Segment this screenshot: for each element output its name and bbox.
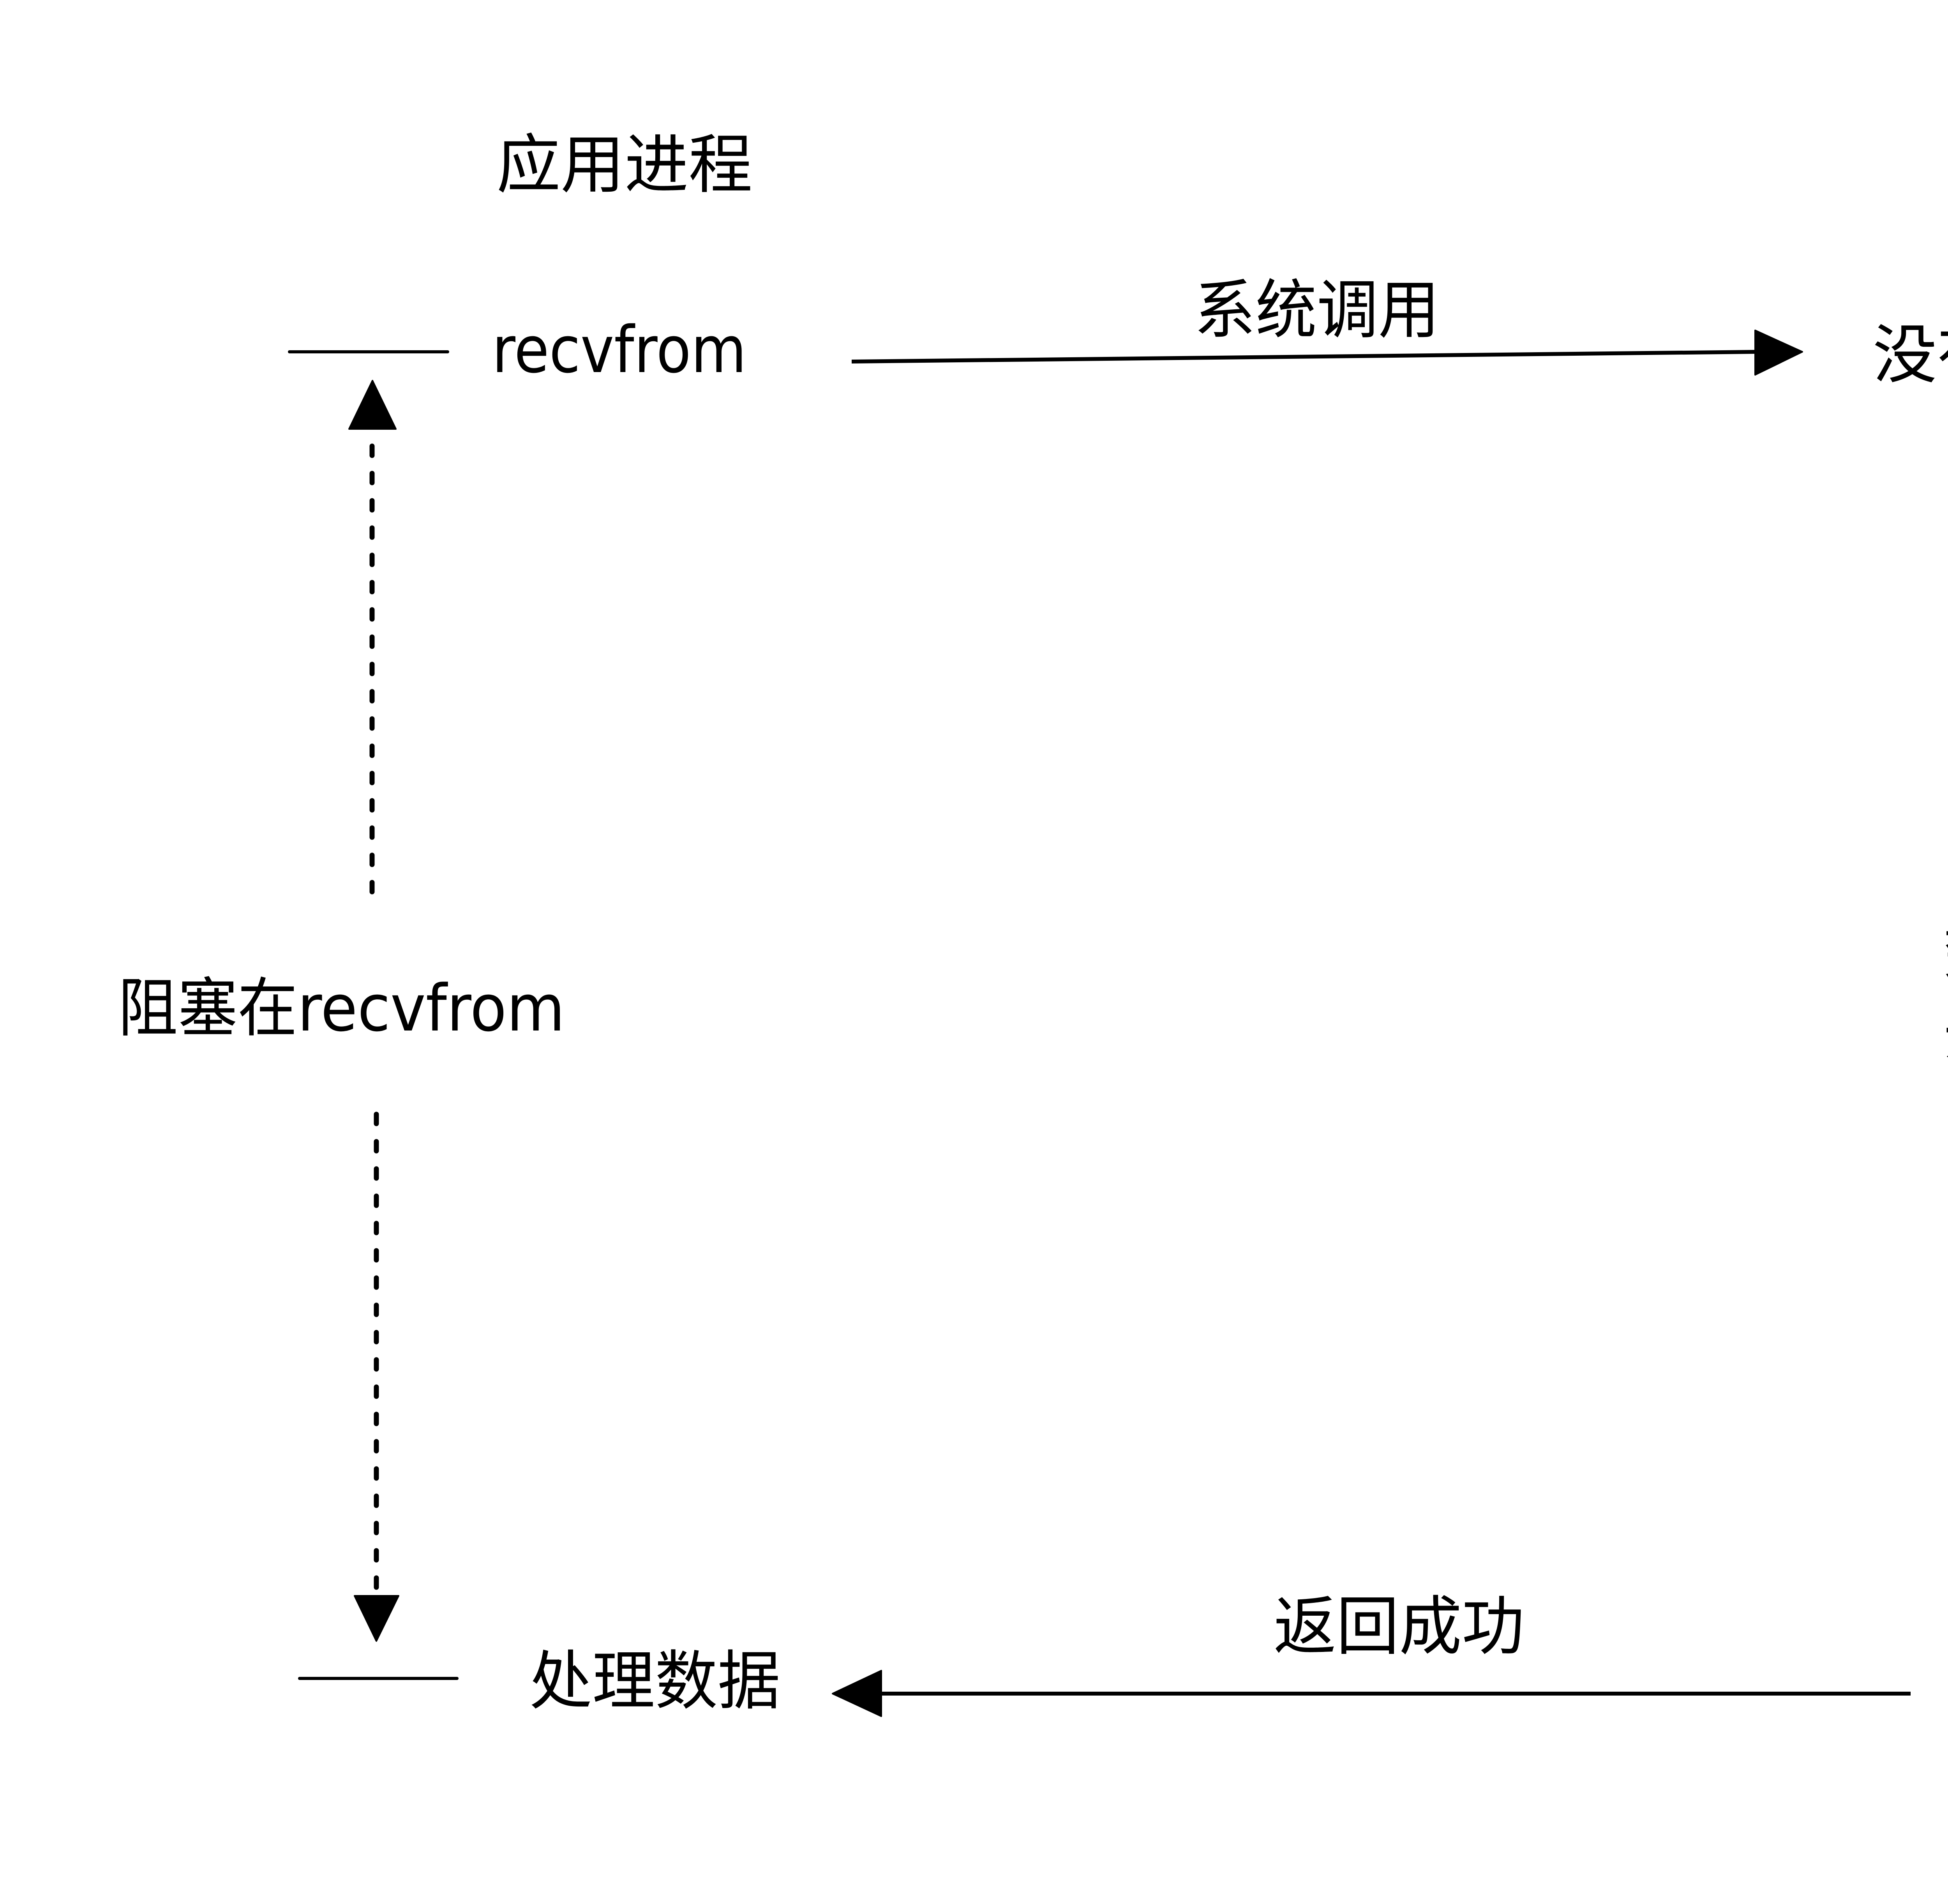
return-success-message-label: 返回成功 (1274, 1589, 1525, 1664)
syscall-message-label: 系统调用 (1194, 273, 1440, 348)
app-process-column-title: 应用进程 (497, 127, 753, 202)
syscall-arrowhead-icon (1754, 330, 1803, 376)
return-arrowhead-icon (832, 1670, 882, 1717)
blocked-in-recvfrom-interval-label: 阻塞在recvfrom (118, 971, 565, 1046)
kernel-no-data-ready-label: 没有准备好的数据 (1873, 318, 1948, 392)
blocked-interval-up-arrowhead-icon (348, 380, 397, 430)
blocked-interval-down-arrowhead-icon (354, 1595, 399, 1642)
app-process-data-label: 处理数据 (529, 1644, 780, 1719)
syscall-arrow-line (851, 350, 1757, 364)
app-recvfrom-label: recvfrom (492, 312, 746, 387)
kernel-data-ready-label-line1: 数据准备好, (1943, 914, 1948, 988)
kernel-data-ready-label-line2: 开始复制数据 (1943, 995, 1948, 1070)
